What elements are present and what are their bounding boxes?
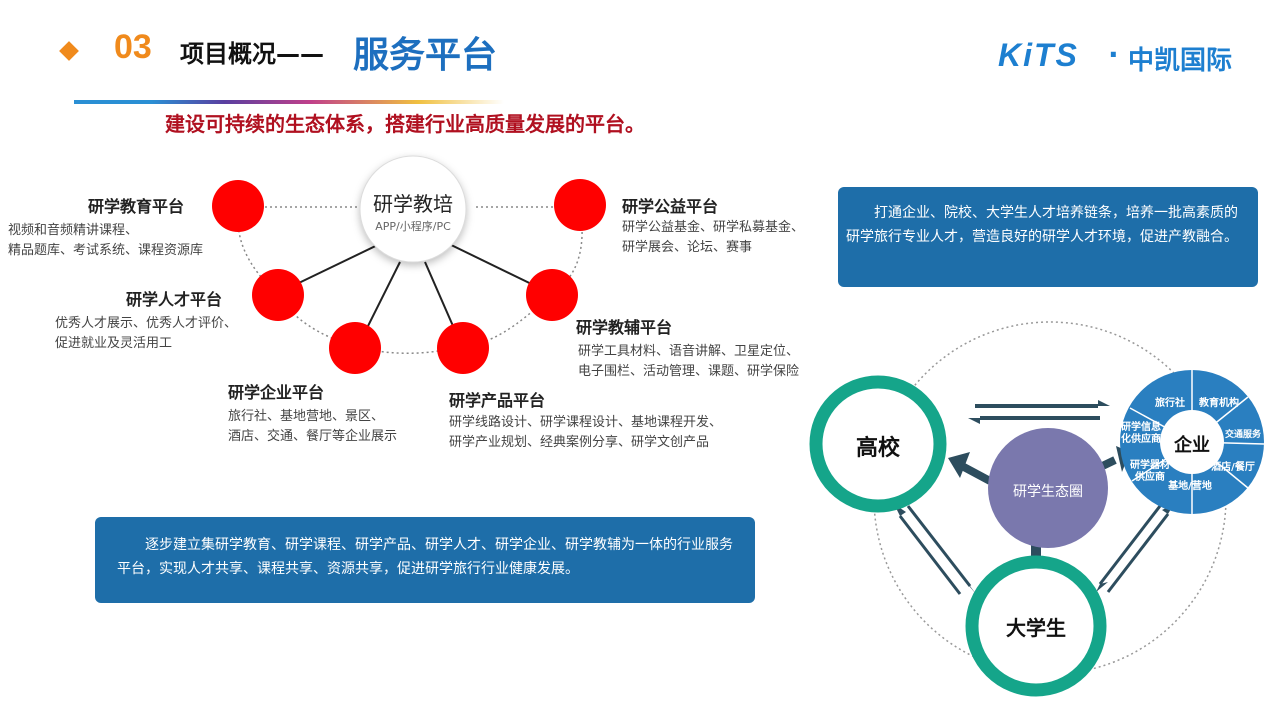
- hub-title: 研学教培: [373, 192, 453, 216]
- section-title: 项目概况——: [180, 40, 324, 68]
- logo-latin: KiTS: [998, 37, 1079, 73]
- student-ring: [965, 555, 1107, 697]
- platform-desc-enterprise-2: 酒店、交通、餐厅等企业展示: [228, 429, 398, 444]
- platform-title-product: 研学产品平台: [449, 391, 546, 410]
- platform-title-charity: 研学公益平台: [622, 197, 719, 216]
- platform-desc-charity-2: 研学展会、论坛、赛事: [622, 240, 753, 255]
- platform-dotted-ring: [237, 206, 583, 354]
- student-label: 大学生: [1006, 616, 1066, 640]
- segment-base-camp: 基地/营地: [1168, 481, 1212, 492]
- platform-desc-education-2: 精品题库、考试系统、课程资源库: [8, 243, 204, 258]
- summary-box-platform: 逐步建立集研学教育、研学课程、研学产品、研学人才、研学企业、研学教辅为一体的行业…: [95, 517, 755, 603]
- center-label: 研学生态圈: [1013, 484, 1083, 500]
- platform-diagram: [212, 155, 606, 374]
- platform-desc-talent-2: 促进就业及灵活用工: [55, 336, 173, 351]
- enterprise-wheel: [1120, 370, 1265, 514]
- node-tutoring: [526, 269, 578, 321]
- node-education: [212, 180, 264, 232]
- platform-title-tutoring: 研学教辅平台: [576, 318, 673, 337]
- double-arrow-icon: [968, 400, 1110, 424]
- platform-desc-tutoring-1: 研学工具材料、语音讲解、卫星定位、: [578, 344, 800, 359]
- hub-circle: [359, 155, 467, 263]
- platform-desc-tutoring-2: 电子围栏、活动管理、课题、研学保险: [578, 364, 800, 379]
- arrow-to-school-icon: [948, 452, 992, 485]
- center-circle: [988, 428, 1108, 548]
- page-subtitle: 建设可持续的生态体系，搭建行业高质量发展的平台。: [165, 112, 645, 136]
- segment-equipment-supplier: 研学器材供应商: [1130, 460, 1170, 483]
- platform-title-education: 研学教育平台: [88, 197, 185, 216]
- segment-transport: 交通服务: [1224, 430, 1261, 440]
- double-arrow-icon: [1096, 504, 1174, 593]
- node-talent: [252, 269, 304, 321]
- section-title-emphasis: 服务平台: [353, 35, 498, 76]
- double-arrow-icon: [894, 504, 976, 595]
- node-enterprise: [329, 322, 381, 374]
- node-charity: [554, 179, 606, 231]
- platform-desc-charity-1: 研学公益基金、研学私募基金、: [622, 220, 805, 235]
- platform-desc-education-1: 视频和音频精讲课程、: [8, 223, 139, 238]
- school-ring: [809, 375, 947, 513]
- platform-desc-product-1: 研学线路设计、研学课程设计、基地课程开发、: [449, 415, 723, 430]
- diamond-icon: [59, 41, 79, 61]
- platform-desc-enterprise-1: 旅行社、基地营地、景区、: [228, 409, 385, 424]
- summary-box-talent-chain: 打通企业、院校、大学生人才培养链条，培养一批高素质的研学旅行专业人才，营造良好的…: [838, 187, 1258, 287]
- segment-hotel-restaurant: 酒店/餐厅: [1211, 462, 1255, 473]
- platform-desc-product-2: 研学产业规划、经典案例分享、研学文创产品: [449, 435, 710, 450]
- platform-title-talent: 研学人才平台: [126, 290, 223, 309]
- school-label: 高校: [855, 436, 900, 461]
- hub-subtitle: APP/小程序/PC: [375, 220, 451, 233]
- segment-travel-agency: 旅行社: [1155, 398, 1185, 409]
- segment-education-org: 教育机构: [1199, 398, 1239, 409]
- enterprise-label: 企业: [1174, 435, 1210, 456]
- logo-chinese: 中凯国际: [1128, 46, 1233, 76]
- header-divider: [74, 100, 504, 104]
- ecosystem-diagram: [809, 321, 1265, 697]
- platform-desc-talent-1: 优秀人才展示、优秀人才评价、: [55, 316, 238, 331]
- section-number: 03: [114, 28, 152, 66]
- segment-info-supplier: 研学信息化供应商: [1121, 422, 1161, 445]
- node-product: [437, 322, 489, 374]
- platform-title-enterprise: 研学企业平台: [228, 383, 325, 402]
- logo-separator: ·: [1108, 38, 1119, 71]
